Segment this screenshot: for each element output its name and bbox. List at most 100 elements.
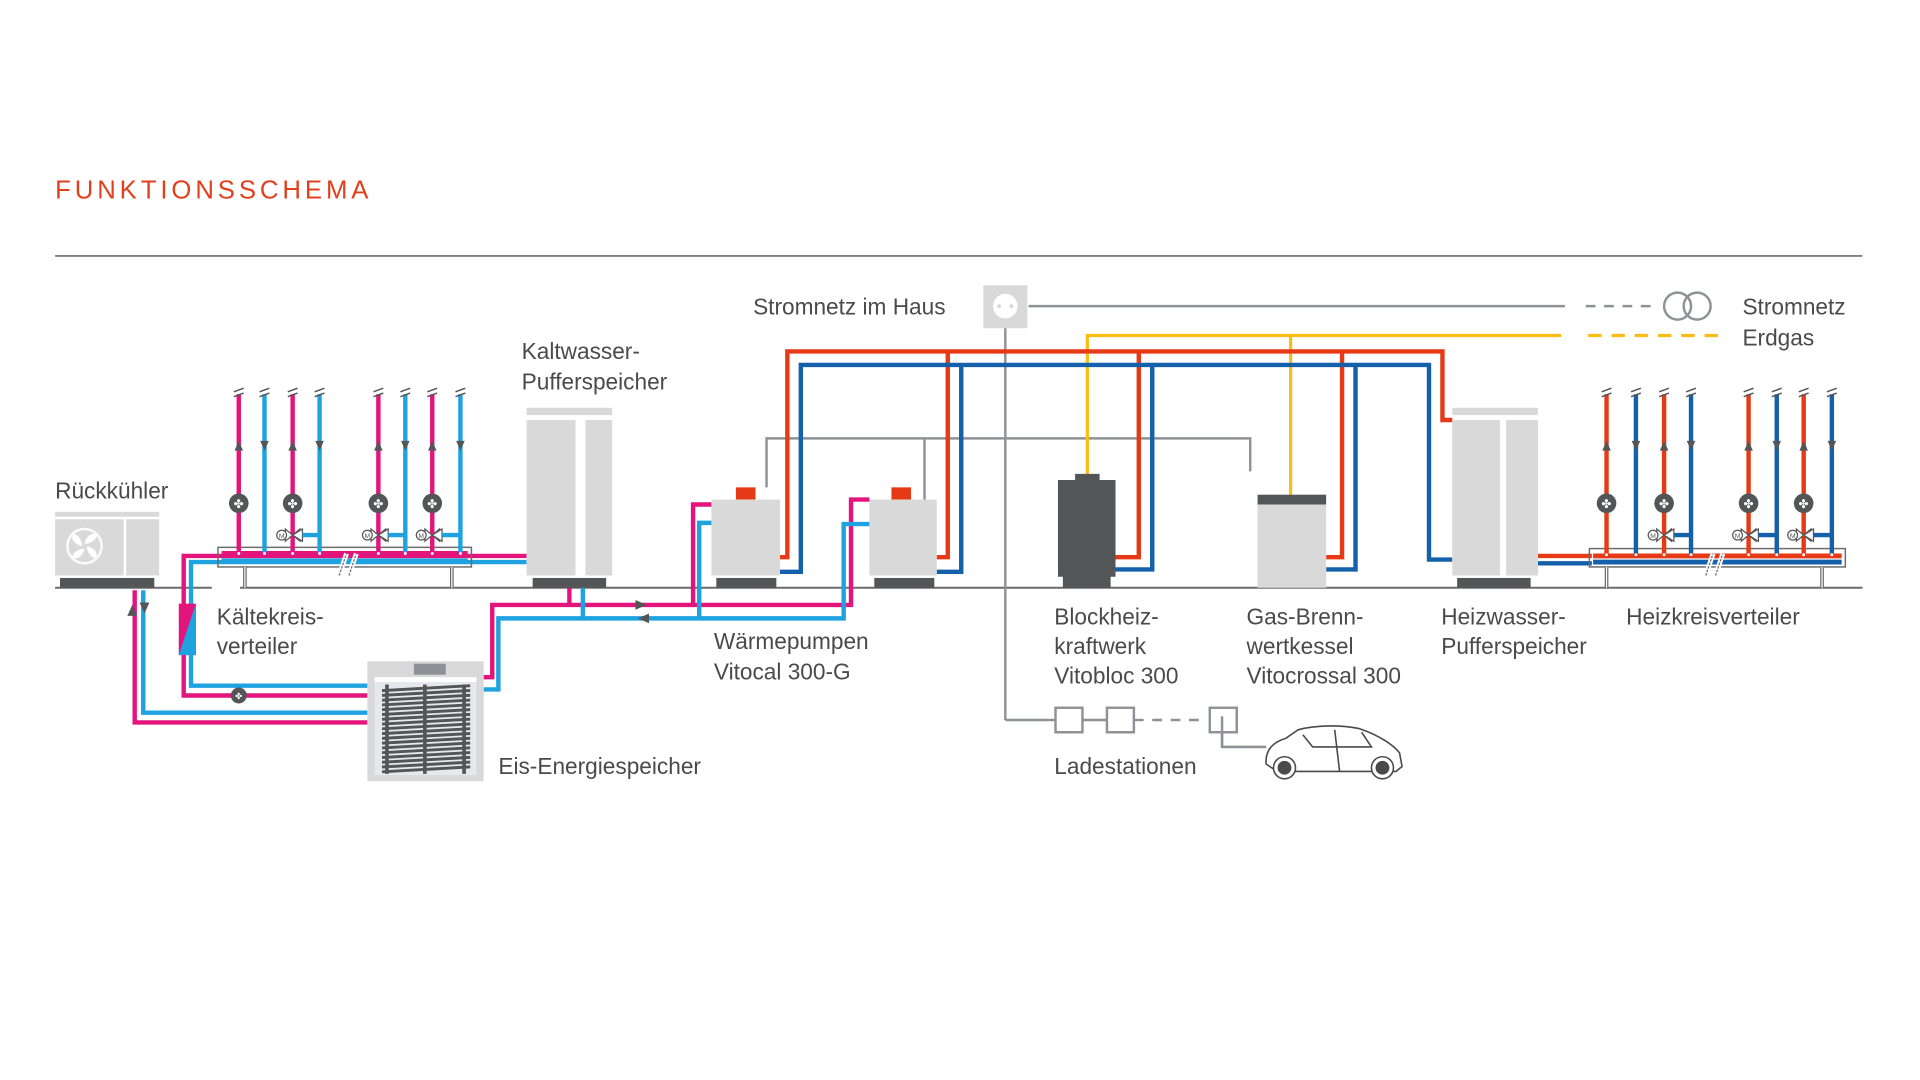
rueckkuehler-unit [55,511,160,588]
flow-arrow-down-icon [260,440,269,451]
svg-text:✤: ✤ [1743,497,1753,511]
electric-car-icon [1265,725,1403,780]
pipe-break-icon [1798,387,1809,398]
pipe-break-icon [1743,387,1754,398]
kaeltekreis-label-2: verteiler [217,633,298,659]
flow-arrow-down-icon [1631,440,1641,451]
kaltwasser-label-1: Kaltwasser- [522,338,640,364]
pump-icon: ✤ [1596,493,1617,514]
return-branch [455,387,466,555]
pipe-break-icon [1601,387,1612,398]
mixing-valve-icon: M [415,527,461,543]
bhkw-unit [1057,473,1116,588]
fan-icon [66,527,103,565]
gas-lines [1085,333,1720,495]
pump-icon: ✤ [228,493,249,514]
supply-branch [287,387,298,555]
flow-arrow-down-icon [1772,440,1782,451]
pipe-break-icon [455,387,466,398]
heizwasser-label-1: Heizwasser- [1441,603,1566,629]
legend: Stromnetz Erdgas [1662,291,1846,350]
flow-arrow-up-icon [288,440,297,451]
return-branch [314,387,325,555]
waermepumpen-label-2: Vitocal 300-G [714,659,851,685]
heat-distributor [1588,547,1847,588]
legend-erdgas: Erdgas [1742,324,1814,350]
pump-icon: ✤ [422,493,443,514]
svg-text:M: M [1735,533,1741,540]
flow-arrow-up-icon [427,440,437,451]
supply-branch [233,387,244,555]
kaeltekreis-heat-exchanger-icon [178,603,196,656]
return-branch [1826,387,1838,557]
gas-boiler-label-3: Vitocrossal 300 [1247,662,1401,688]
pump-icon: ✤ [282,493,303,514]
ladestationen-label: Ladestationen [1054,753,1196,779]
return-branch [1685,387,1697,557]
transformer-icon [1662,291,1712,321]
svg-text:M: M [279,533,285,540]
svg-text:✤: ✤ [234,497,244,511]
stromnetz-haus-label: Stromnetz im Haus [753,294,946,320]
heizwasser-pufferspeicher-tank [1452,407,1538,588]
cold-distributor [217,546,473,588]
svg-text:M: M [365,533,371,540]
pump-icon: ✤ [1793,493,1814,514]
pipe-break-icon [373,387,384,398]
supply-branch [1601,387,1612,557]
heizkreisverteiler-label: Heizkreisverteiler [1626,603,1800,629]
svg-text:✤: ✤ [373,497,383,511]
pipe-break-icon [314,387,325,398]
waermepumpen-label-1: Wärmepumpen [714,628,869,654]
ice-coil-icon [381,684,471,774]
pump-icon: ✤ [1738,493,1759,514]
mixing-valve-icon: M [361,527,406,543]
supply-branch [427,387,438,555]
return-branch [400,387,411,555]
kaeltekreis-label-1: Kältekreis- [217,603,324,629]
heating-pipes [780,349,1592,575]
mixing-valve-icon: M [276,527,320,543]
pipe-break-icon [1771,387,1782,398]
electric-lines [765,304,1658,749]
return-branch [1630,387,1642,557]
flow-arrow-down-icon [456,440,465,451]
return-branch [259,387,270,555]
svg-text:✤: ✤ [427,497,437,511]
pipe-break-icon [400,387,411,398]
flow-arrow-up-icon [1602,440,1611,451]
flow-arrow-down-icon [401,440,410,451]
pipe-break-icon [1826,387,1838,398]
flow-arrow-up-icon [234,440,244,451]
flow-arrow-up-icon [1744,440,1753,451]
flow-arrow-up-icon [374,440,383,451]
flow-arrow-down-icon [315,440,324,451]
pump-icon: ✤ [368,493,389,514]
heizwasser-label-2: Pufferspeicher [1441,633,1587,659]
svg-text:✤: ✤ [288,497,298,511]
heat-branch-lines: ✤✤M✤M✤M [1596,387,1838,557]
eis-label: Eis-Energiespeicher [498,753,701,779]
svg-text:✤: ✤ [1799,497,1809,511]
legend-stromnetz: Stromnetz [1742,294,1845,320]
pipe-break-icon [1685,387,1697,398]
supply-branch [1658,387,1670,557]
return-branch [1771,387,1782,557]
heat-pump-1 [711,487,781,588]
flow-arrow-down-icon [1686,440,1696,451]
power-socket-icon [983,285,1028,329]
bhkw-label-1: Blockheiz- [1054,603,1158,629]
gas-boiler-label-1: Gas-Brenn- [1247,603,1364,629]
bhkw-label-3: Vitobloc 300 [1054,662,1178,688]
flow-arrow-up-icon [1659,440,1669,451]
pipe-break-icon [259,387,270,398]
charging-stations [1054,706,1267,749]
pump-icon: ✤ [230,687,247,704]
flow-arrow-down-icon [1827,440,1837,451]
flow-arrow-up-icon [1799,440,1808,451]
pipe-break-icon [233,387,244,398]
eis-energiespeicher-tank [367,661,484,782]
pipe-break-icon [427,387,438,398]
supply-branch [1798,387,1809,557]
